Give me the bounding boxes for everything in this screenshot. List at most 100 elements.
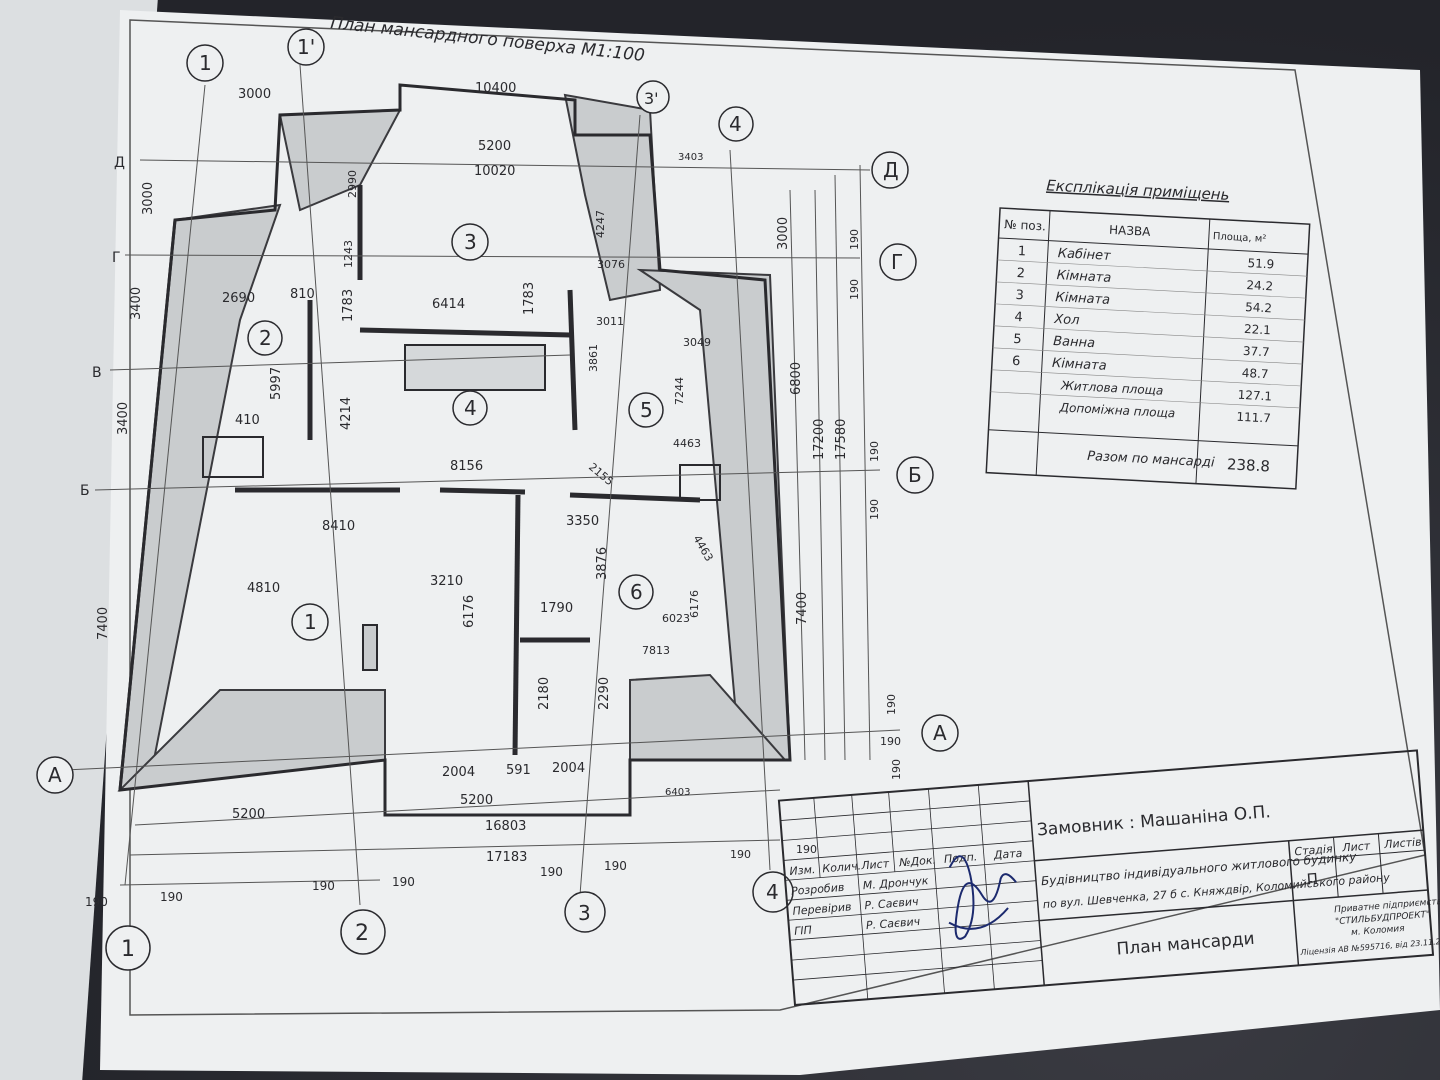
axis-label-col-3p: 3' <box>644 89 659 108</box>
dim-right-10: 190 <box>885 694 898 715</box>
dim-bot-12: 190 <box>392 875 415 889</box>
axis-label-row-a-right: А <box>933 721 947 745</box>
room-number-6: 6 <box>630 580 643 604</box>
dim-int-22: 4463 <box>690 533 715 564</box>
explication-row-6-name: Кімната <box>1052 356 1107 374</box>
dim-int-16: 410 <box>235 413 260 428</box>
explication-row-1-area: 51.9 <box>1247 256 1274 271</box>
dim-right-3: 17200 <box>812 419 827 460</box>
dim-int-4: 1783 <box>341 289 356 322</box>
room-markers <box>247 223 664 641</box>
room-number-5: 5 <box>640 398 653 422</box>
axis-label-row-b: Б <box>908 463 922 487</box>
dim-int-15: 1243 <box>342 240 355 268</box>
dim-left-3: 3400 <box>116 402 131 435</box>
explication-row-4-name: Хол <box>1053 312 1080 328</box>
dim-right-1: 3000 <box>776 217 791 250</box>
axis-label-row-a-left: А <box>48 763 62 787</box>
dim-int-30: 7813 <box>642 644 670 657</box>
explication-row-3-area: 54.2 <box>1245 300 1272 315</box>
dim-top-2: 10400 <box>475 81 516 96</box>
dim-bot-11: 190 <box>312 879 335 893</box>
dim-int-10: 4214 <box>339 397 354 430</box>
explication-aux-label: Допоміжна площа <box>1058 400 1175 420</box>
dim-int-7: 3076 <box>597 258 625 271</box>
stamp-header-kolich: Колич. <box>822 859 862 875</box>
dim-int-2: 810 <box>290 287 315 302</box>
dim-int-24: 3210 <box>430 574 463 589</box>
stamp-header-data: Дата <box>992 847 1023 862</box>
sheet-frame <box>129 19 1426 1016</box>
dim-int-6: 3011 <box>596 315 624 328</box>
dim-int-1: 2690 <box>222 291 255 306</box>
explication-row-2-number: 2 <box>1016 266 1025 281</box>
dim-bot-7: 16803 <box>485 819 526 834</box>
axis-label-row-g-left: Г <box>112 250 121 266</box>
dim-left-2: 3400 <box>129 287 144 320</box>
dim-right-9: 190 <box>868 499 881 520</box>
dim-int-25: 6176 <box>462 595 477 628</box>
axis-label-col-4-top: 4 <box>729 112 742 136</box>
exterior-walls <box>118 83 792 817</box>
dim-bot-16: 190 <box>796 843 817 856</box>
dim-int-8: 3049 <box>683 336 711 349</box>
stamp-sheet-header: Лист <box>1341 839 1371 854</box>
dim-int-26: 3876 <box>595 547 610 580</box>
explication-row-6-number: 6 <box>1012 354 1021 369</box>
room-number-4: 4 <box>464 396 477 420</box>
signature <box>948 855 1017 940</box>
stamp-stage-header: Стадія <box>1294 842 1333 858</box>
stamp-org-line4: Ліцензія АВ №595716, від 23.11.2 <box>1299 937 1440 957</box>
dim-top-1: 3000 <box>238 87 271 102</box>
dim-bot-8: 17183 <box>486 850 527 865</box>
stamp-role-3: ГІП <box>794 923 813 937</box>
dim-int-29: 6176 <box>688 590 701 618</box>
explication-total-value: 238.8 <box>1227 455 1271 475</box>
dim-right-5: 7400 <box>795 592 810 625</box>
dim-int-28: 6023 <box>662 612 690 625</box>
dim-int-14: 2990 <box>346 170 359 198</box>
axis-label-row-g: Г <box>891 250 903 274</box>
dim-top-4: 10020 <box>474 164 515 179</box>
dim-right-7: 190 <box>848 279 861 300</box>
explication-row-1-name: Кабінет <box>1057 246 1111 264</box>
room-number-1: 1 <box>304 610 317 634</box>
roof-hatching <box>117 93 792 792</box>
dim-right-6: 190 <box>848 229 861 250</box>
explication-table: Експлікація приміщень № поз. НАЗВА Площа… <box>985 176 1311 490</box>
stamp-name-1: М. Дрончук <box>862 874 929 892</box>
stamp-header-doc: №Док. <box>898 854 937 870</box>
explication-title: Експлікація приміщень <box>1046 176 1230 204</box>
chimney-left <box>202 436 264 478</box>
axis-lines <box>64 64 901 906</box>
explication-row-4-area: 22.1 <box>1244 322 1271 337</box>
dim-bot-5: 5200 <box>460 793 493 808</box>
dim-left-4: 7400 <box>96 607 111 640</box>
interior-walls <box>235 185 701 756</box>
explication-row-3-number: 3 <box>1015 288 1024 303</box>
dim-int-12: 7244 <box>673 377 686 405</box>
explication-row-3-name: Кімната <box>1055 290 1110 308</box>
explication-col-name: НАЗВА <box>1109 223 1152 239</box>
dim-int-27: 1790 <box>540 601 573 616</box>
axis-bubbles <box>36 28 959 971</box>
dim-int-5: 1783 <box>522 282 537 315</box>
explication-total-label: Разом по мансарді <box>1087 449 1215 471</box>
dim-bot-17: 190 <box>880 735 901 748</box>
explication-col-number: № поз. <box>1004 217 1046 233</box>
axis-label-row-d-left: Д <box>114 155 125 171</box>
axis-label-col-3-bottom: 3 <box>578 901 591 925</box>
dim-top-3: 5200 <box>478 139 511 154</box>
explication-row-5-area: 37.7 <box>1243 344 1270 359</box>
dim-bot-10: 190 <box>160 890 183 904</box>
dim-int-9: 5997 <box>269 367 284 400</box>
dim-int-21: 3350 <box>566 514 599 529</box>
explication-col-area: Площа, м² <box>1213 231 1267 245</box>
stamp-header-izm: Изм. <box>789 863 816 878</box>
explication-living-value: 127.1 <box>1237 388 1272 404</box>
dim-bot-15: 190 <box>730 848 751 861</box>
stamp-name-3: Р. Саєвич <box>865 915 921 932</box>
dim-left-1: 3000 <box>141 182 156 215</box>
dim-right-4: 17580 <box>834 419 849 460</box>
